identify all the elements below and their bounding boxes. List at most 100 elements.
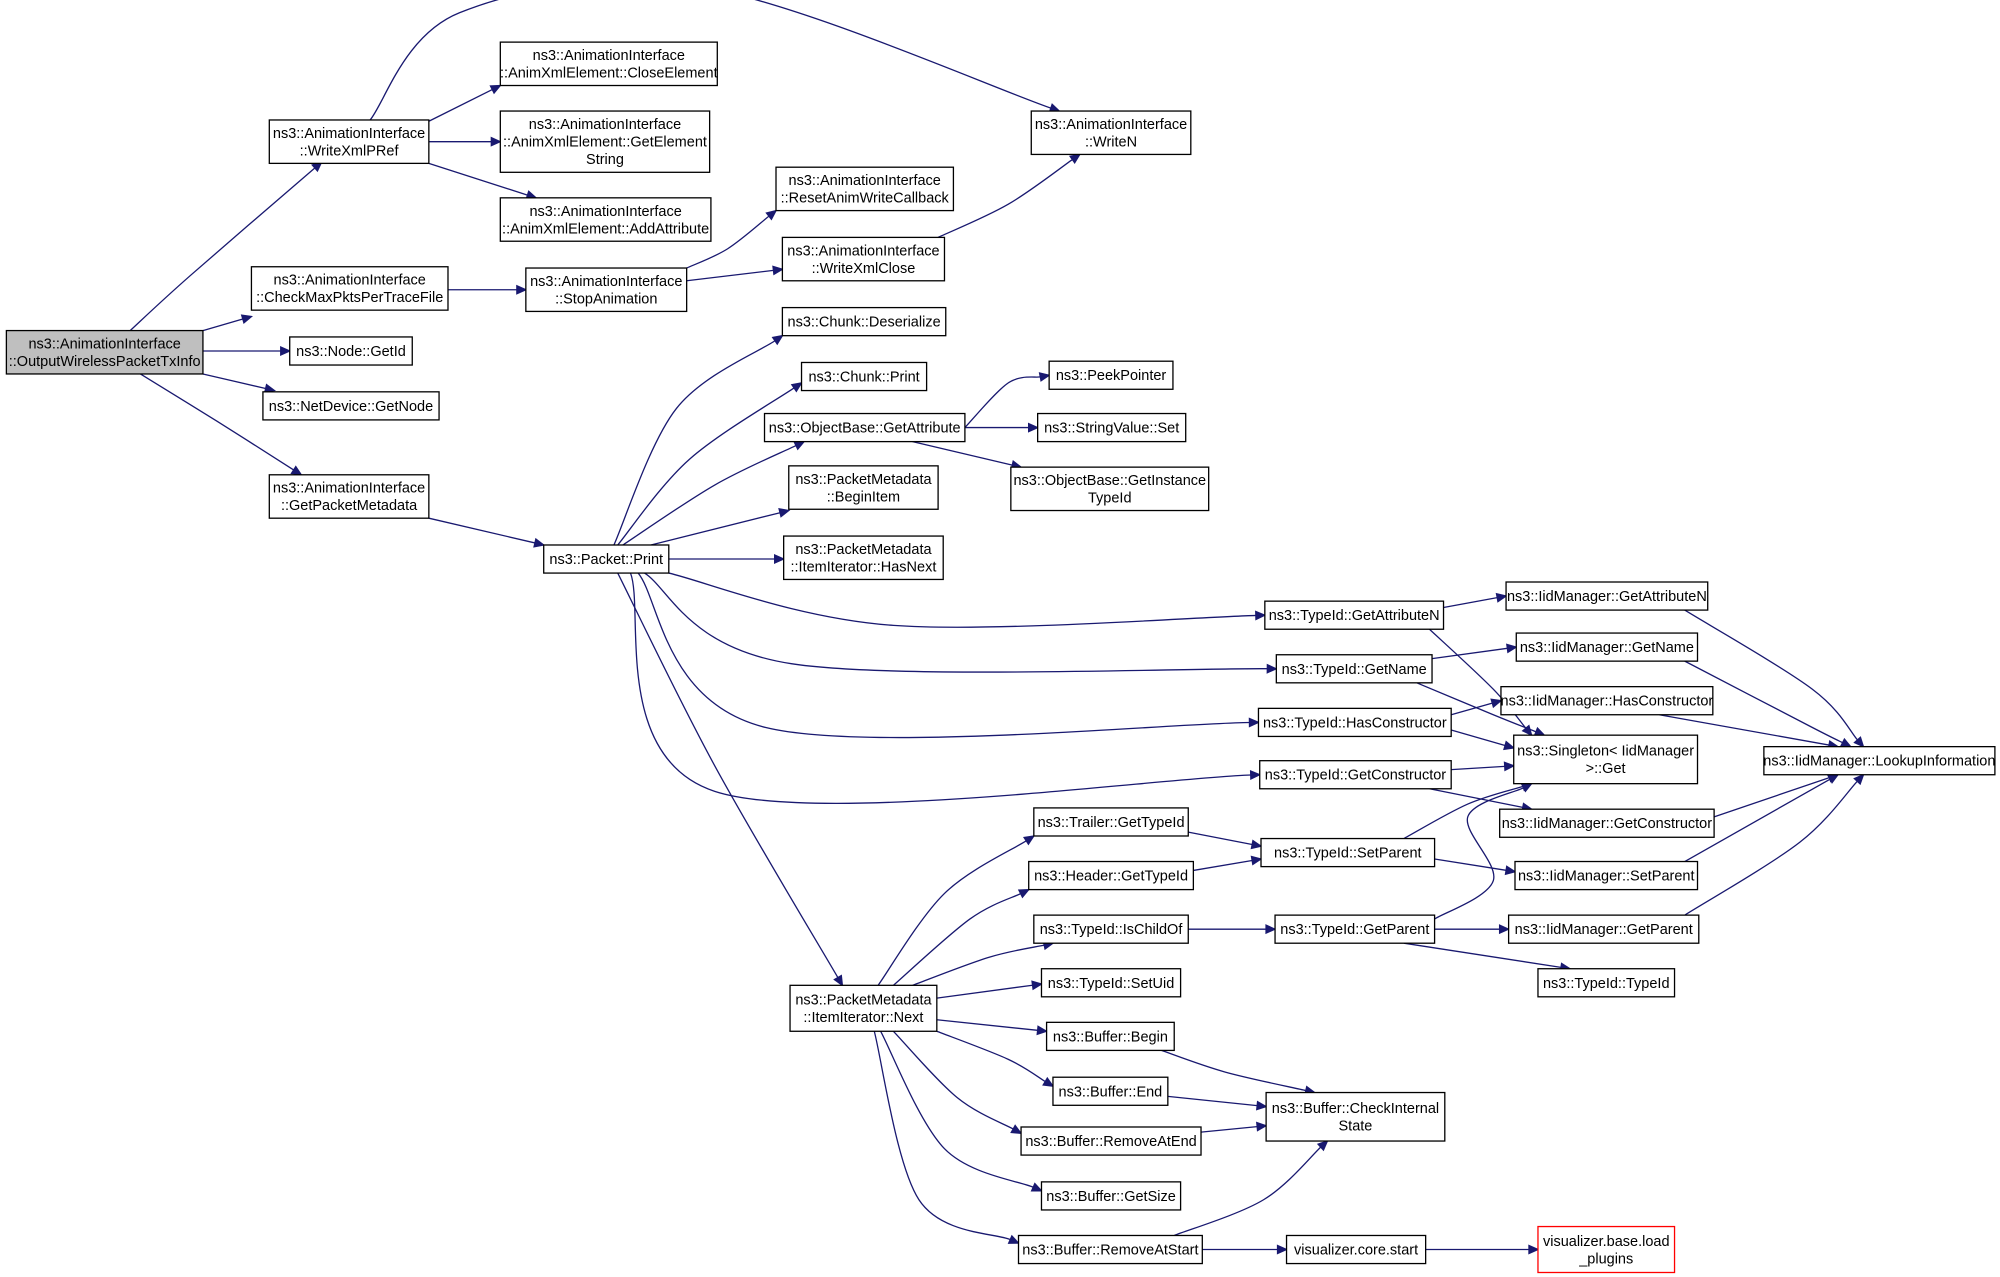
node-n39[interactable]: ns3::TypeId::TypeId [1537,968,1676,998]
node-n10[interactable]: ns3::Node::GetId [289,336,413,366]
edge-line [644,572,1268,673]
node-box [1514,860,1699,891]
node-n46[interactable]: ns3::Buffer::GetSize [1040,1181,1182,1211]
edge-line [650,512,781,546]
arrowhead [1255,1100,1268,1111]
edge-line [1684,780,1858,916]
node-n23[interactable]: ns3::IidManager::GetAttributeN [1505,581,1709,611]
node-n1[interactable]: ns3::AnimationInterface::WriteXmlPRef [268,119,430,165]
arrowhead [1506,643,1518,654]
edge-line [1713,777,1830,818]
node-n13[interactable]: ns3::Packet::Print [543,544,670,574]
arrowhead [516,284,528,295]
node-n34[interactable]: ns3::Header::GetTypeId [1028,860,1195,891]
call-nodes: ns3::AnimationInterface::OutputWirelessP… [5,41,1996,1274]
node-n15[interactable]: ns3::Chunk::Print [800,361,928,392]
node-box [800,361,928,392]
node-n18[interactable]: ns3::StringValue::Set [1037,412,1187,443]
node-n43[interactable]: ns3::Buffer::End [1052,1076,1169,1106]
edge-line [686,215,770,269]
node-n32[interactable]: ns3::Trailer::GetTypeId [1033,807,1189,837]
arrowhead [1042,1076,1055,1087]
arrowhead [1265,924,1277,935]
node-n36[interactable]: ns3::TypeId::IsChildOf [1033,914,1189,944]
node-n14[interactable]: ns3::Chunk::Deserialize [781,306,947,337]
node-label-line: ns3::Chunk::Deserialize [788,315,941,331]
node-n40[interactable]: ns3::PacketMetadata::ItemIterator::Next [789,984,938,1032]
node-box [1017,1234,1203,1265]
node-n30[interactable]: ns3::TypeId::GetConstructor [1259,760,1452,790]
node-n5[interactable]: ns3::AnimationInterface::WriteN [1030,110,1192,156]
edge-n13-n40 [617,572,844,987]
node-box [763,412,966,443]
node-n25[interactable]: ns3::IidManager::GetName [1515,632,1699,662]
node-n37[interactable]: ns3::TypeId::GetParent [1274,914,1436,944]
node-label-line: ::ItemIterator::Next [803,1010,923,1026]
edge-line [912,440,1013,466]
node-box [525,267,688,313]
node-box [499,41,718,87]
node-n47[interactable]: ns3::Buffer::RemoveAtStart [1017,1234,1203,1265]
edge-line [1167,1095,1258,1107]
node-label-line: ::WriteXmlPRef [300,143,400,159]
edge-n16-n18 [964,422,1040,433]
node-n12[interactable]: ns3::AnimationInterface::GetPacketMetada… [268,474,430,519]
node-n38[interactable]: ns3::IidManager::GetParent [1507,914,1700,944]
node-n24[interactable]: ns3::TypeId::GetName [1275,654,1433,684]
node-n7[interactable]: ns3::AnimationInterface::StopAnimation [525,267,688,313]
node-n27[interactable]: ns3::IidManager::HasConstructor [1500,686,1714,716]
node-n42[interactable]: ns3::Buffer::Begin [1045,1021,1175,1052]
node-n28[interactable]: ns3::Singleton< IidManager>::Get [1513,734,1699,785]
edge-n26-n27 [1451,698,1503,716]
node-n41[interactable]: ns3::TypeId::SetUid [1040,968,1182,998]
edge-n38-n29 [1684,773,1865,916]
node-box [1052,1076,1169,1106]
node-box [268,119,430,165]
node-n3[interactable]: ns3::AnimationInterface::AnimXmlElement:… [499,110,711,173]
node-n35[interactable]: ns3::IidManager::SetParent [1514,860,1699,891]
node-n49[interactable]: visualizer.base.load_plugins [1537,1225,1676,1274]
node-n29[interactable]: ns3::IidManager::LookupInformation [1763,745,1996,776]
node-label-line: ns3::NetDevice::GetNode [269,399,433,415]
node-n45[interactable]: ns3::Buffer::RemoveAtEnd [1020,1126,1202,1156]
edge-line [1200,1125,1258,1133]
node-n22[interactable]: ns3::TypeId::GetAttributeN [1264,600,1445,630]
node-n4[interactable]: ns3::AnimationInterface::AnimXmlElement:… [499,197,712,242]
edge-line [668,572,1256,628]
node-n20[interactable]: ns3::PacketMetadata::BeginItem [788,465,939,510]
edge-n16-n19 [912,440,1023,470]
edge-line [936,1019,1038,1031]
node-box [1265,1091,1446,1142]
arrowhead [1068,153,1082,165]
edge-line [140,373,294,471]
node-n8[interactable]: ns3::AnimationInterface::ResetAnimWriteC… [775,166,955,212]
node-label-line: TypeId [1088,491,1132,507]
node-n48[interactable]: visualizer.core.start [1285,1234,1427,1265]
edge-n6-n7 [447,284,528,295]
node-n0[interactable]: ns3::AnimationInterface::OutputWirelessP… [5,329,204,375]
edge-line [629,572,1251,805]
edge-line [1429,788,1523,809]
node-box [1537,1225,1676,1274]
node-box [1537,968,1676,998]
node-n6[interactable]: ns3::AnimationInterface::CheckMaxPktsPer… [250,266,449,311]
node-n2[interactable]: ns3::AnimationInterface::AnimXmlElement:… [499,41,718,87]
edge-n0-n12 [140,373,303,476]
node-n26[interactable]: ns3::TypeId::HasConstructor [1257,707,1452,738]
node-n16[interactable]: ns3::ObjectBase::GetAttribute [763,412,966,443]
edge-n30-n28 [1451,761,1516,772]
node-n17[interactable]: ns3::PeekPointer [1048,360,1174,390]
node-box [1257,707,1452,738]
node-n33[interactable]: ns3::TypeId::SetParent [1260,837,1436,868]
node-n9[interactable]: ns3::AnimationInterface::WriteXmlClose [781,236,946,282]
node-box [1500,686,1714,716]
edge-line [1684,609,1858,741]
node-box [1507,914,1700,944]
edge-n37-n39 [1403,942,1572,973]
node-n21[interactable]: ns3::PacketMetadata::ItemIterator::HasNe… [783,535,944,581]
node-n11[interactable]: ns3::NetDevice::GetNode [262,391,440,421]
edge-n7-n9 [686,265,784,282]
node-n31[interactable]: ns3::IidManager::GetConstructor [1499,808,1715,838]
